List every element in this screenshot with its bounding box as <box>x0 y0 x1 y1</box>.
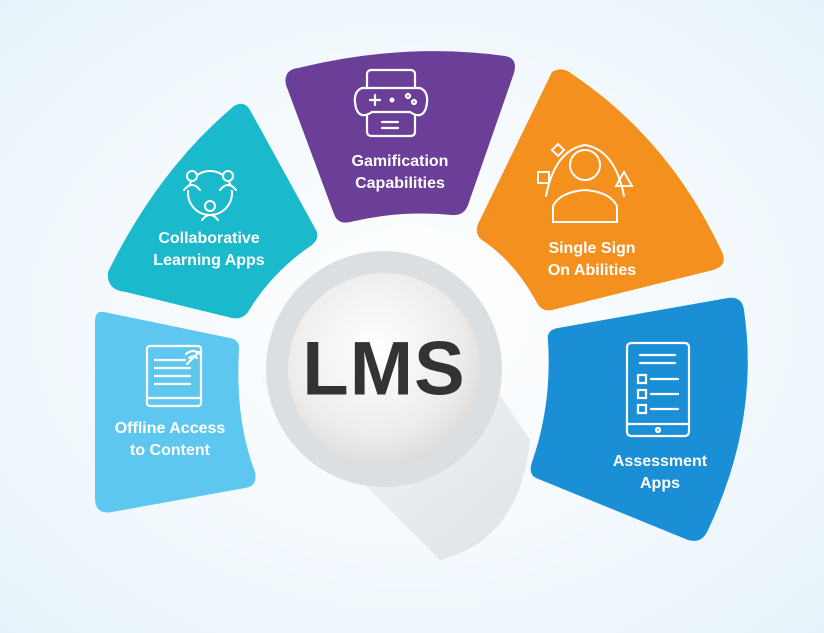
label-collaborative-learning: Collaborative Learning Apps <box>153 228 264 272</box>
label-offline-line1: Offline Access <box>114 420 226 437</box>
label-sso-line2: On Abilities <box>547 262 637 279</box>
label-single-sign-on: Single Sign On Abilities <box>548 238 636 282</box>
tablet-wifi-icon <box>145 344 203 408</box>
people-network-icon <box>183 170 237 221</box>
label-assessment: Assessment Apps <box>613 451 707 495</box>
label-offline-line2: to Content <box>130 442 210 459</box>
segment-offline-access <box>95 311 256 513</box>
label-gamification: Gamification Capabilities <box>352 151 449 195</box>
label-collab-line1: Collaborative <box>158 230 260 247</box>
label-gamification-line2: Capabilities <box>355 175 445 192</box>
label-sso-line1: Single Sign <box>548 240 636 257</box>
gamepad-tablet-icon <box>353 68 429 138</box>
center-circle <box>288 273 480 465</box>
label-offline-access: Offline Access to Content <box>115 418 226 462</box>
segment-assessment <box>530 297 748 541</box>
label-assessment-line1: Assessment <box>612 453 708 470</box>
label-collab-line2: Learning Apps <box>153 252 265 269</box>
center-title: LMS <box>302 326 466 412</box>
label-assessment-line2: Apps <box>640 475 680 492</box>
label-gamification-line1: Gamification <box>351 153 449 170</box>
checklist-tablet-icon <box>625 341 691 438</box>
segment-single-sign-on <box>476 69 724 311</box>
user-shapes-icon <box>537 142 634 223</box>
